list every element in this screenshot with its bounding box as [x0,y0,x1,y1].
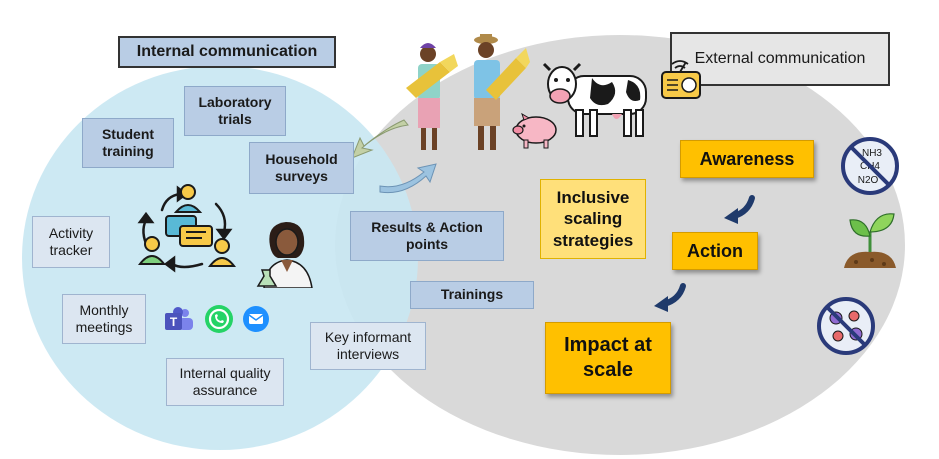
internal-quality-assurance-box: Internal quality assurance [166,358,284,406]
svg-text:T: T [170,315,178,329]
student-training-box: Student training [82,118,174,168]
farmers-icon [406,34,530,150]
team-communication-icon [137,184,237,273]
email-icon [243,306,269,332]
no-emissions-icon: NH3 CH4 N2O [841,137,899,195]
n2o-label: N2O [858,175,879,186]
monthly-meetings-box: Monthly meetings [62,294,146,344]
pig-icon [512,112,557,149]
awareness-box: Awareness [680,140,814,178]
scientist-icon [256,222,313,288]
no-pathogens-icon [817,297,875,355]
nh3-label: NH3 [862,148,882,159]
household-surveys-box: Household surveys [249,142,354,194]
key-informant-interviews-box: Key informant interviews [310,322,426,370]
results-action-points-box: Results & Action points [350,211,504,261]
internal-communication-title: Internal communication [118,36,336,68]
laboratory-trials-box: Laboratory trials [184,86,286,136]
arrow-head-action-impact [654,296,668,312]
arrow-to-internal [351,119,409,159]
trainings-box: Trainings [410,281,534,309]
plant-soil-icon [844,213,896,268]
impact-at-scale-box: Impact at scale [545,322,671,394]
teams-icon: T [165,307,193,330]
arrow-to-external [379,163,437,194]
whatsapp-icon [205,305,233,333]
external-communication-title: External communication [670,32,890,86]
arrow-head-awareness-action [724,208,738,224]
radio-icon [661,60,701,99]
cow-icon [542,62,647,137]
inclusive-scaling-strategies-box: Inclusive scaling strategies [540,179,646,259]
action-box: Action [672,232,758,270]
activity-tracker-box: Activity tracker [32,216,110,268]
